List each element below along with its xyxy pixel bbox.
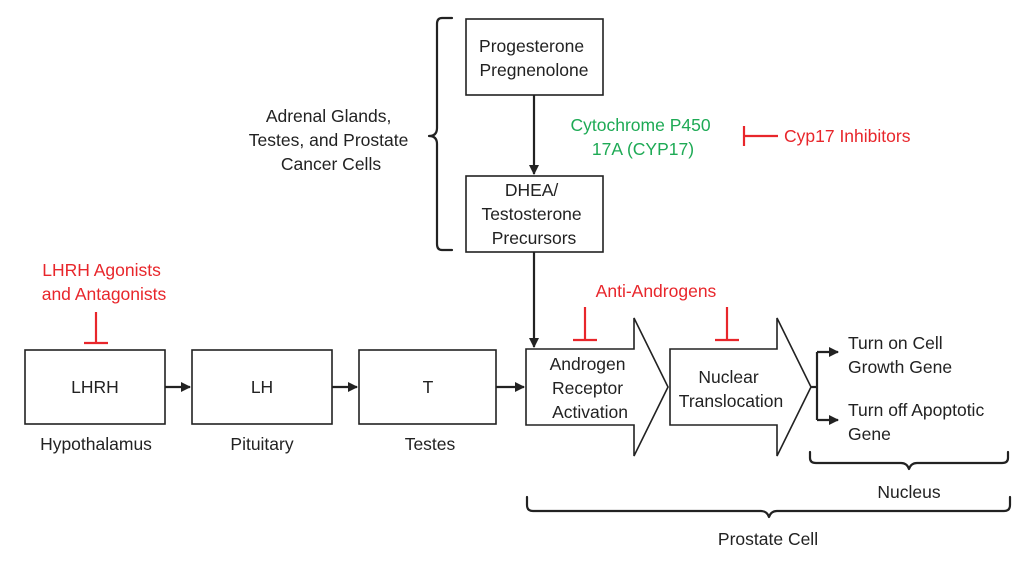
prostate-cell-label: Prostate Cell	[718, 529, 818, 549]
lh-box	[191, 349, 333, 425]
testes-label: Testes	[405, 434, 456, 454]
source-bracket	[427, 16, 454, 252]
nuclear-translocation-label: Nuclear Translocation	[679, 367, 783, 411]
hypothalamus-label: Hypothalamus	[40, 434, 152, 454]
dhea-box	[465, 175, 604, 253]
anti-androgens-label: Anti-Androgens	[596, 281, 717, 301]
progesterone-label: Progesterone Pregnenolone	[479, 36, 589, 80]
source-label: Adrenal Glands, Testes, and Prostate Can…	[249, 106, 413, 174]
lhrh-label: LHRH	[71, 377, 119, 397]
t-box	[358, 349, 497, 425]
t-label: T	[423, 377, 434, 397]
lhrh-box	[24, 349, 166, 425]
cyp17-inhibitors-label: Cyp17 Inhibitors	[784, 126, 911, 146]
nucleus-bracket	[808, 450, 1010, 471]
lh-label: LH	[251, 377, 273, 397]
gene-on-label: Turn on Cell Growth Gene	[848, 333, 952, 377]
prostate-cell-bracket	[525, 495, 1012, 519]
receptor-activation-arrow	[525, 317, 669, 457]
lhrh-drugs-label: LHRH Agonists and Antagonists	[42, 260, 167, 304]
receptor-activation-label: Androgen Receptor Activation	[550, 354, 631, 422]
progesterone-box	[465, 18, 604, 96]
cyp17-enzyme-label: Cytochrome P450 17A (CYP17)	[571, 115, 716, 159]
nucleus-label: Nucleus	[877, 482, 940, 502]
gene-off-label: Turn off Apoptotic Gene	[848, 400, 989, 444]
pituitary-label: Pituitary	[230, 434, 293, 454]
nuclear-translocation-arrow	[669, 317, 812, 457]
dhea-label: DHEA/ Testosterone Precursors	[481, 180, 586, 248]
